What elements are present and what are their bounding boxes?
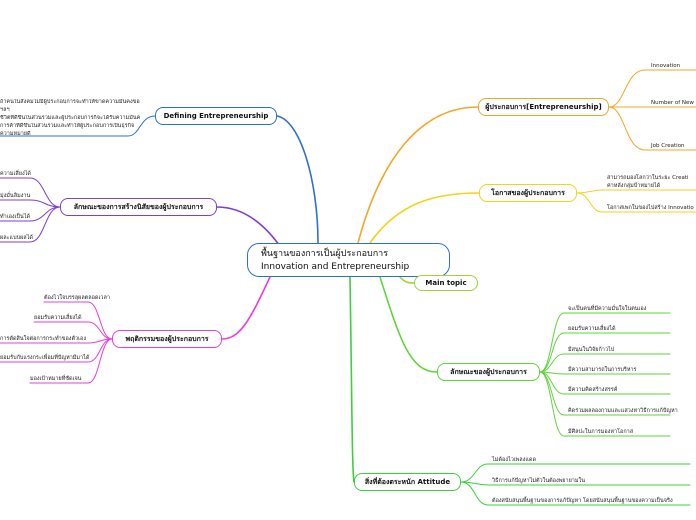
leaf-behavior-5: มองเป้าหมายที่ชัดเจน [30, 376, 82, 382]
connector-attitude-leaf-3 [460, 481, 691, 506]
connector-traits [216, 206, 283, 250]
node-entrepreneur-opportunity[interactable]: โอกาสของผู้ประกอบการ [479, 184, 577, 202]
node-entrepreneurship[interactable]: ผู้ประกอบการ[Entrepreneurship] [478, 98, 609, 116]
connector-behavior-leaf-2 [33, 321, 113, 340]
connector-attitude-leaf-2 [460, 481, 691, 486]
connector-traits-leaf-1 [0, 177, 61, 208]
leaf-defining-5: ความหมายดี [0, 131, 31, 137]
node-entrepreneur-behavior[interactable]: พฤติกรรมของผู้ประกอบการ [112, 330, 222, 348]
connector-char-leaf-4 [539, 371, 671, 375]
connector-entrepreneur-leaf-1 [608, 69, 696, 108]
connector-main-topic [399, 276, 415, 284]
leaf-opportunity-1: สามารถมองโลกว่าในระยะ Creati [607, 175, 689, 181]
leaf-traits-1: ความเสี่ยงได้ [0, 171, 31, 177]
leaf-char-1: จะเป็นคนที่มีความมั่นใจในตนเอง [568, 306, 647, 312]
node-defining-entrepreneurship[interactable]: Defining Entrepreneurship [155, 107, 277, 125]
connector-entrepreneur-leaf-3 [608, 106, 696, 151]
connector-behavior-leaf-5 [29, 338, 113, 384]
leaf-defining-4: การค้าที่ดีขึ้นในส่วนรวมและทำให้ผู้ประกอ… [0, 123, 135, 129]
connector-traits-leaf-2 [0, 199, 61, 208]
leaf-char-6: คิดร่วมผลลองกามและแสวงหาวิธีการแก้ปัญหา [568, 408, 678, 414]
leaf-job-creation: Job Creation [651, 143, 685, 149]
leaf-behavior-2: ยอมรับความเสี่ยงได้ [34, 315, 82, 321]
connector-behavior-leaf-1 [43, 301, 113, 340]
connector-char-leaf-3 [539, 353, 671, 373]
leaf-traits-4: ผละแบบผลได้ [0, 235, 34, 241]
leaf-opportunity-3: โอกาสเพกในของไปสร้าง Innovatio [607, 205, 694, 211]
leaf-behavior-1: ต้องไวใจบรรลุผลตลอดเวลา [44, 295, 110, 301]
connector-defining [276, 115, 319, 244]
connector-traits-leaf-4 [0, 206, 61, 243]
leaf-defining-3: ชีวิตที่ดีขึ้นในส่วนรวมและผู้ประกอบการก็… [0, 115, 140, 121]
leaf-traits-2: มุ่งมั่นลิมงาน [0, 193, 31, 199]
leaf-char-2: ยอมรับความเสี่ยงได้ [568, 326, 616, 332]
leaf-behavior-4: ยอมรับกับแรงกระเพื่อมที่ปัญหามีมาได้ [0, 355, 90, 361]
connector-defining-leaf [0, 115, 156, 137]
node-main-topic[interactable]: Main topic [414, 275, 478, 291]
central-topic-line1: พื้นฐานของการเป็นผู้ประกอบการ [261, 249, 389, 259]
central-topic-line2: Innovation and Entrepreneurship [261, 261, 410, 272]
connector-entrepreneur [357, 106, 479, 244]
connector-char-leaf-7 [539, 371, 671, 437]
leaf-attitude-2: วิธีการแก้ปัญหาไม่ตัวในต้องพยายามใน [492, 478, 585, 484]
leaf-behavior-3: การตัดสินใจต่อการกระทำของตัวเอง [0, 336, 87, 342]
node-entrepreneur-characteristics[interactable]: ลักษณะของผู้ประกอบการ [437, 363, 540, 381]
leaf-opportunity-2: ค่าหลังกลุ่มป้าหมายได้ [607, 183, 661, 189]
connector-char-leaf-2 [539, 332, 671, 373]
connector-attitude [349, 276, 355, 483]
connector-behavior [221, 276, 271, 340]
leaf-attitude-3: ต้องสนับสนุนพื้นฐานของการแก้ปัญหา โดยสนั… [492, 498, 673, 504]
connector-opportunity [369, 192, 480, 244]
connector-char-leaf-1 [539, 312, 671, 373]
leaf-defining-2: ฯลฯ [0, 107, 10, 113]
leaf-number-of-new: Number of New [651, 100, 694, 106]
node-attitude[interactable]: สิ่งที่ต้องตระหนัก Attitude [354, 473, 461, 491]
leaf-char-4: มีความสามารถในการบริหาร [568, 367, 637, 373]
leaf-attitude-1: ไม่ต้องไวเพลงแดด [492, 457, 537, 463]
connector-opportunity-leaf-1 [576, 189, 696, 194]
leaf-traits-3: ทำเองเป็นได้ [0, 214, 31, 220]
leaf-char-3: มีสนุนในวิจัยก้าวไป [568, 347, 615, 353]
leaf-char-5: มีความคิดสร้างสรรค์ [568, 387, 618, 393]
node-entrepreneur-traits[interactable]: ลักษณะของการสร้างนิสัยของผู้ประกอบการ [60, 198, 217, 216]
leaf-char-7: มีศิลปะในการมองหาโอกาส [568, 429, 634, 435]
central-topic[interactable]: พื้นฐานของการเป็นผู้ประกอบการ Innovation… [247, 243, 450, 277]
connector-characteristics [379, 276, 438, 373]
leaf-innovation: Innovation [651, 63, 681, 69]
connector-opportunity-leaf-2 [576, 192, 696, 213]
leaf-defining-1: ถ้าคนในสังคมไม่มีผู้ประกอบการจะทำให้ขาดค… [0, 99, 140, 105]
connector-attitude-leaf-1 [460, 463, 691, 483]
